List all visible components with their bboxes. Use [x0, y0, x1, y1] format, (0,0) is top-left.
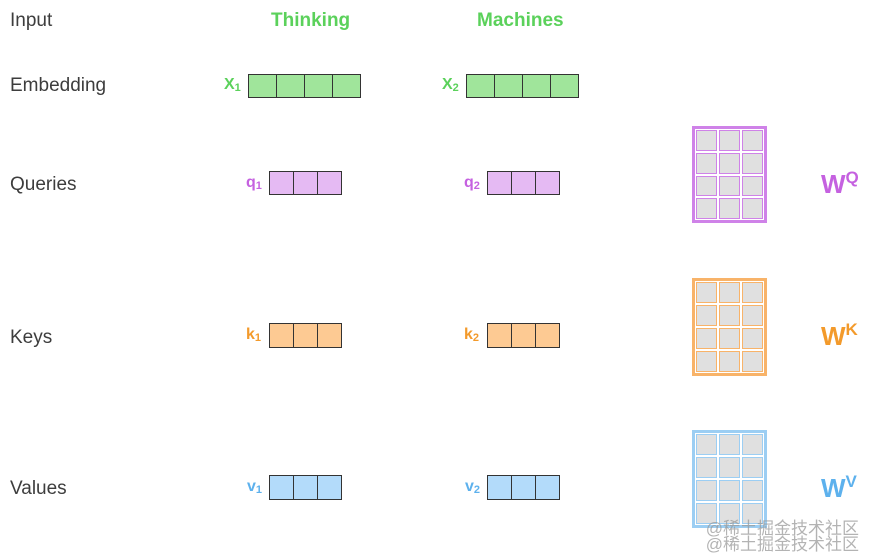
k1-cell — [293, 323, 318, 348]
x2-cell — [466, 74, 495, 98]
v1-vector — [269, 475, 342, 500]
x1-cell — [304, 74, 333, 98]
k1-cell — [269, 323, 294, 348]
k1-cell — [317, 323, 342, 348]
matrix-cell — [742, 434, 763, 455]
matrix-cell — [742, 175, 763, 197]
wk-label: WK — [821, 320, 858, 351]
row-label-keys: Keys — [10, 327, 53, 348]
matrix-cell — [742, 351, 763, 372]
v2-cell — [535, 475, 560, 500]
x1-cell — [276, 74, 305, 98]
v1-cell — [293, 475, 318, 500]
matrix-cell — [742, 503, 763, 524]
matrix-cell — [719, 175, 740, 197]
x2-vector — [466, 74, 579, 98]
k2-cell — [535, 323, 560, 348]
x1-cell — [248, 74, 277, 98]
matrix-cell — [719, 328, 740, 349]
q1-cell — [269, 171, 294, 195]
matrix-cell — [719, 130, 740, 151]
matrix-cell — [696, 434, 717, 455]
word-machines: Machines — [477, 10, 564, 31]
matrix-cell — [742, 328, 763, 349]
k2-label: k2 — [464, 326, 480, 344]
matrix-cell — [742, 198, 763, 219]
x1-cell — [332, 74, 361, 98]
k2-vector — [487, 323, 560, 348]
matrix-cell — [719, 198, 740, 219]
matrix-cell — [719, 305, 740, 326]
matrix-cell — [696, 351, 717, 372]
x2-cell — [522, 74, 551, 98]
v2-cell — [511, 475, 536, 500]
matrix-cell — [719, 152, 740, 174]
matrix-cell — [742, 152, 763, 174]
x2-cell — [494, 74, 523, 98]
v1-label: v1 — [247, 478, 263, 496]
q2-vector — [487, 171, 560, 195]
q2-label: q2 — [464, 174, 480, 192]
k2-cell — [487, 323, 512, 348]
wk-matrix — [692, 278, 767, 376]
q1-vector — [269, 171, 342, 195]
q1-label: q1 — [246, 174, 262, 192]
q2-cell — [511, 171, 536, 195]
matrix-cell — [742, 282, 763, 303]
x1-vector — [248, 74, 361, 98]
matrix-cell — [742, 457, 763, 478]
matrix-cell — [696, 305, 717, 326]
matrix-cell — [696, 457, 717, 478]
wv-label: WV — [821, 472, 857, 503]
q1-cell — [293, 171, 318, 195]
k1-vector — [269, 323, 342, 348]
matrix-cell — [719, 282, 740, 303]
wq-label: WQ — [821, 168, 859, 199]
v2-vector — [487, 475, 560, 500]
matrix-cell — [696, 175, 717, 197]
matrix-cell — [719, 351, 740, 372]
v2-cell — [487, 475, 512, 500]
q2-cell — [487, 171, 512, 195]
matrix-cell — [696, 328, 717, 349]
v1-cell — [317, 475, 342, 500]
q1-cell — [317, 171, 342, 195]
matrix-cell — [696, 198, 717, 219]
row-label-values: Values — [10, 478, 67, 499]
row-label-input: Input — [10, 10, 53, 31]
row-label-embedding: Embedding — [10, 75, 107, 96]
matrix-cell — [719, 480, 740, 501]
matrix-cell — [696, 282, 717, 303]
v1-cell — [269, 475, 294, 500]
k1-label: k1 — [246, 326, 262, 344]
v2-label: v2 — [465, 478, 481, 496]
wq-matrix — [692, 126, 767, 223]
matrix-cell — [719, 457, 740, 478]
matrix-cell — [696, 480, 717, 501]
matrix-cell — [696, 152, 717, 174]
matrix-cell — [696, 130, 717, 151]
watermark-text: @稀土掘金技术社区 — [705, 535, 859, 554]
watermark-text: @稀土掘金技术社区 — [705, 519, 859, 538]
row-label-queries: Queries — [10, 174, 77, 195]
x1-label: X1 — [224, 76, 241, 94]
matrix-cell — [742, 480, 763, 501]
k2-cell — [511, 323, 536, 348]
matrix-cell — [719, 434, 740, 455]
x2-cell — [550, 74, 579, 98]
matrix-cell — [696, 503, 717, 524]
matrix-cell — [742, 305, 763, 326]
x2-label: X2 — [442, 76, 459, 94]
matrix-cell — [719, 503, 740, 524]
q2-cell — [535, 171, 560, 195]
matrix-cell — [742, 130, 763, 151]
word-thinking: Thinking — [271, 10, 351, 31]
wv-matrix — [692, 430, 767, 528]
